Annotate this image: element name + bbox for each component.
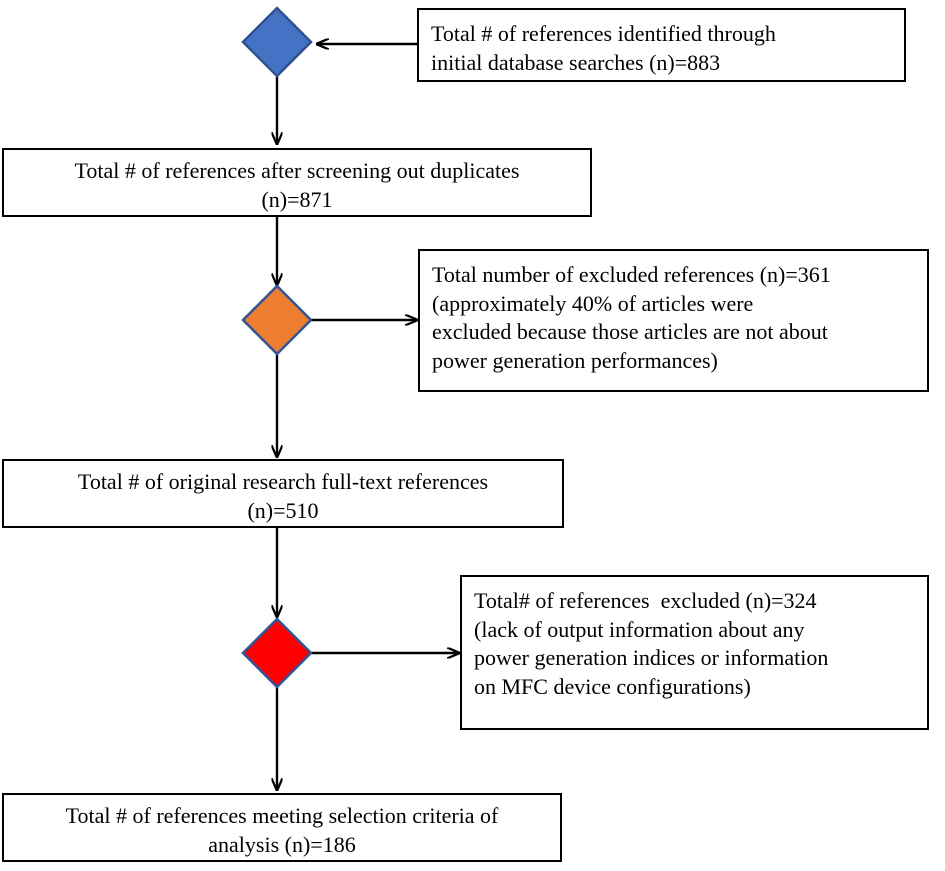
screening-stage-marker	[241, 284, 313, 356]
box-final-references: Total # of references meeting selection …	[2, 793, 562, 862]
identification-stage-marker	[241, 6, 313, 78]
eligibility-stage-marker	[241, 617, 313, 689]
box-references-after-duplicates: Total # of references after screening ou…	[2, 148, 592, 217]
box-fulltext-references: Total # of original research full-text r…	[2, 459, 564, 528]
box-references-identified: Total # of references identified through…	[417, 8, 906, 82]
box-excluded-references-second: Total# of references excluded (n)=324 (l…	[460, 575, 929, 730]
box-excluded-references-first: Total number of excluded references (n)=…	[418, 249, 929, 392]
